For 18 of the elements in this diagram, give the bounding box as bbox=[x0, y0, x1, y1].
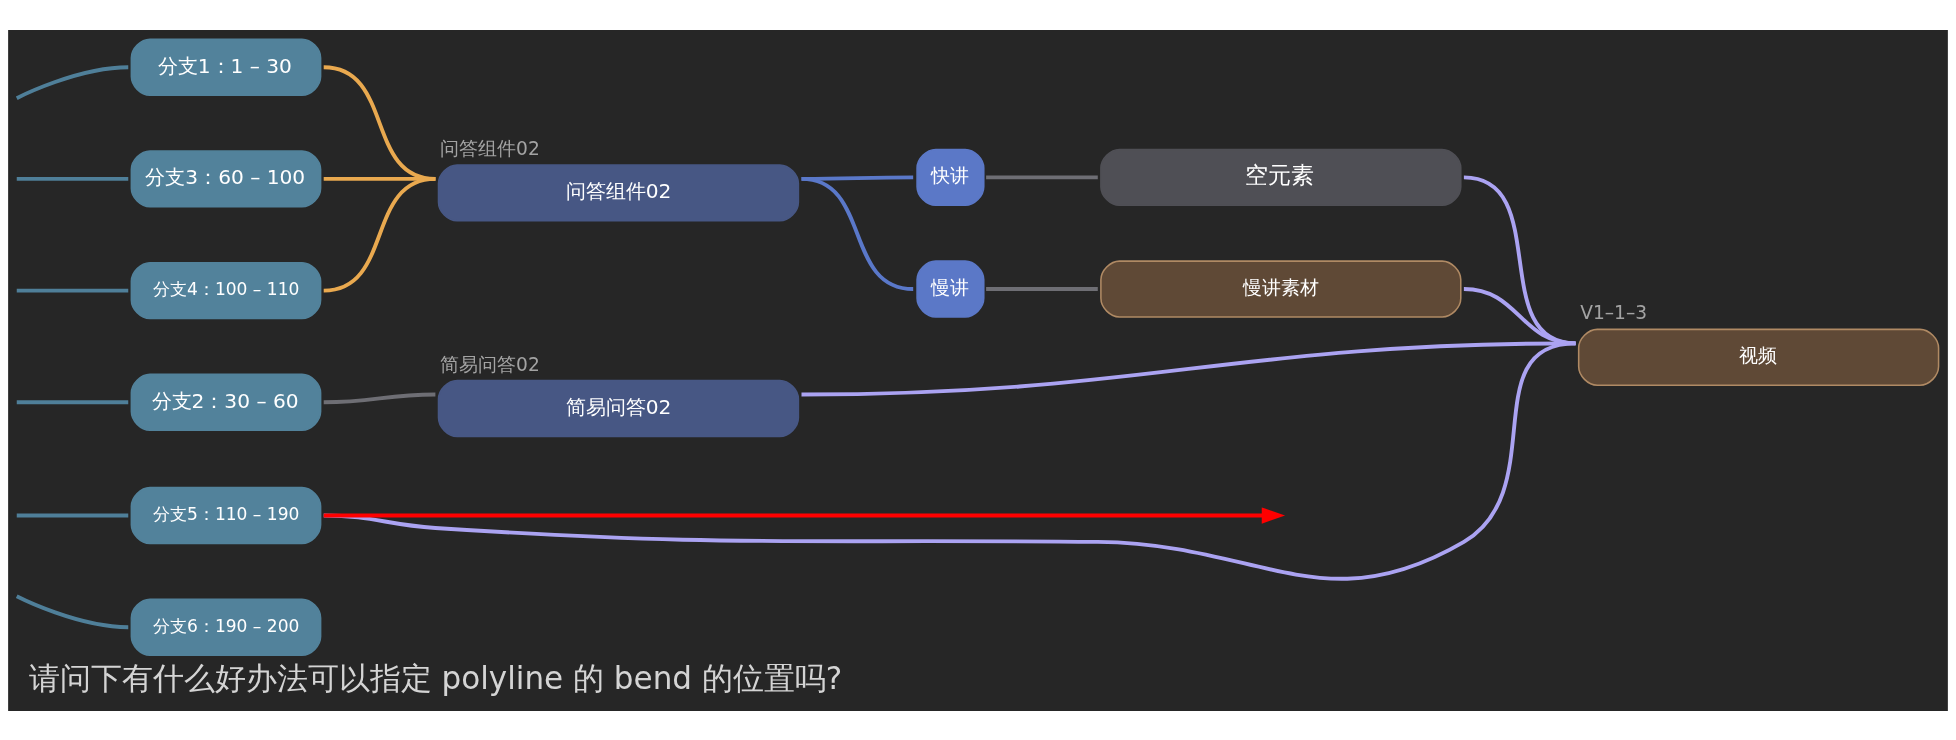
connector bbox=[15, 594, 129, 629]
connector bbox=[16, 288, 129, 293]
connector bbox=[1463, 286, 1576, 345]
connector bbox=[801, 176, 914, 291]
caption: 请问下有什么好办法可以指定 polyline 的 bend 的位置吗? bbox=[28, 659, 843, 696]
node-label: 问答组件02 bbox=[440, 137, 540, 159]
connector bbox=[1463, 174, 1576, 345]
connector bbox=[986, 286, 1098, 291]
connector bbox=[16, 513, 129, 517]
node-label: V1–1–3 bbox=[1580, 301, 1648, 323]
connector bbox=[323, 392, 436, 404]
node-label: 简易问答02 bbox=[440, 353, 540, 375]
connector bbox=[986, 174, 1098, 179]
connector bbox=[16, 399, 129, 404]
arrow bbox=[323, 506, 1286, 524]
connector bbox=[323, 176, 436, 293]
connector bbox=[16, 176, 129, 181]
connector bbox=[15, 64, 129, 100]
